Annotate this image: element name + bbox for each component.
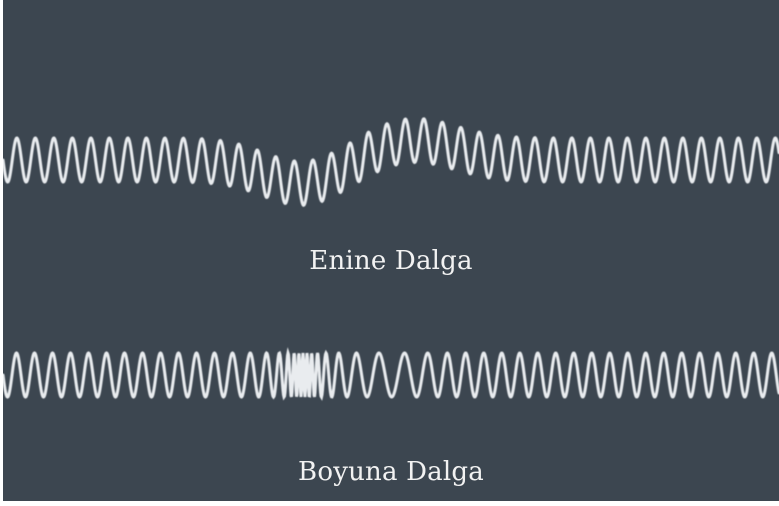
transverse-wave-label: Enine Dalga [3,246,779,276]
transverse-wave-spring [3,119,779,205]
longitudinal-wave-spring [3,353,779,397]
diagram-panel: Enine Dalga Boyuna Dalga [3,0,779,501]
longitudinal-wave-label: Boyuna Dalga [3,457,779,487]
